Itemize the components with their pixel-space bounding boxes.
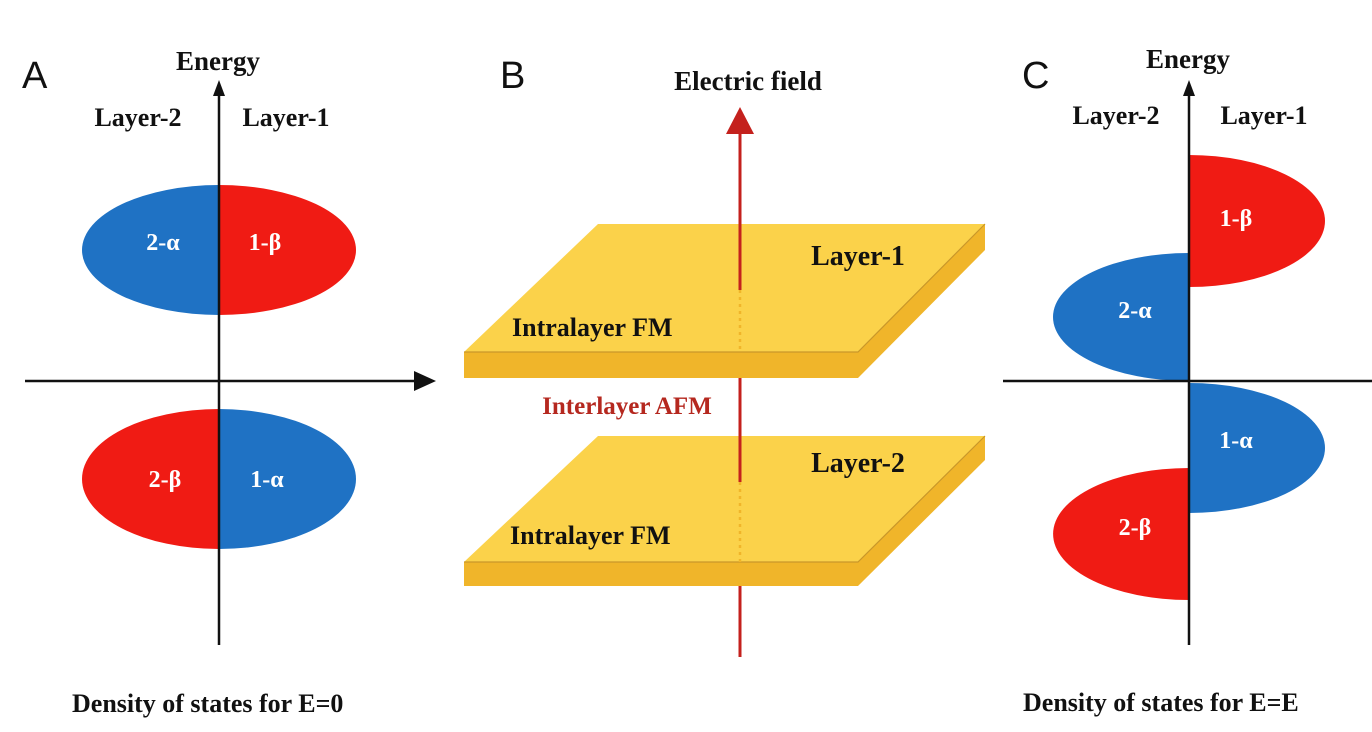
panel-c-lobe-label: 1-α <box>1219 428 1253 454</box>
layer-2-slab <box>464 435 986 586</box>
arrow-up-icon <box>213 80 225 96</box>
panel-c-lobe-2-alpha <box>1053 253 1189 381</box>
layer-1-fm-label: Intralayer FM <box>512 313 673 342</box>
arrow-up-icon <box>726 107 754 134</box>
panel-a: A Energy Layer-2 Layer-1 2-α 1-β 2-β 1-α… <box>22 46 436 718</box>
layer-1-slab-edge <box>464 223 986 353</box>
layer-1-slab-right <box>858 224 985 378</box>
panel-a-lobe-label: 2-α <box>146 230 180 256</box>
layer-2-slab-front <box>464 562 858 586</box>
layer-2-slab-top <box>464 436 985 562</box>
layer-2-slab-label: Layer-2 <box>811 448 905 479</box>
panel-a-layer-2-header: Layer-2 <box>94 103 181 132</box>
panel-c-lobe-label: 2-α <box>1118 298 1152 324</box>
panel-c-caption: Density of states for E=E <box>1023 688 1299 717</box>
layer-1-slab-top <box>464 224 985 352</box>
interlayer-afm-label: Interlayer AFM <box>542 393 712 420</box>
panel-a-layer-1-header: Layer-1 <box>242 103 329 132</box>
layer-1-slab-label: Layer-1 <box>811 241 905 272</box>
panel-a-lobe-label: 1-α <box>250 467 284 493</box>
panel-a-lobe-1-beta <box>219 185 356 315</box>
arrow-right-icon <box>414 371 436 391</box>
panel-a-lobe-2-alpha <box>82 185 219 315</box>
panel-a-letter: A <box>22 55 48 97</box>
layer-2-slab-edge <box>464 435 986 563</box>
panel-c-lobe-label: 1-β <box>1220 206 1253 232</box>
panel-b-letter: B <box>500 55 525 97</box>
panel-a-caption: Density of states for E=0 <box>72 689 343 718</box>
panel-c-energy-label: Energy <box>1146 44 1230 74</box>
arrow-up-icon <box>1183 80 1195 96</box>
panel-c-layer-1-header: Layer-1 <box>1220 101 1307 130</box>
layer-2-fm-label: Intralayer FM <box>510 521 671 550</box>
panel-a-lobe-label: 1-β <box>249 230 282 256</box>
layer-2-slab-right <box>858 436 985 586</box>
panel-c-letter: C <box>1022 55 1049 97</box>
panel-c-lobe-1-beta <box>1189 155 1325 287</box>
panel-c-lobe-2-beta <box>1053 468 1189 600</box>
panel-a-lobe-label: 2-β <box>149 467 182 493</box>
layer-1-slab-front <box>464 352 858 378</box>
panel-b: B Electric field Layer-1 Intralayer FM I… <box>464 55 986 657</box>
layer-1-slab <box>464 223 986 378</box>
panel-c-lobe-label: 2-β <box>1119 515 1152 541</box>
panel-a-energy-label: Energy <box>176 46 260 76</box>
panel-c-lobe-1-alpha <box>1189 383 1325 513</box>
panel-c-layer-2-header: Layer-2 <box>1072 101 1159 130</box>
panel-a-lobe-2-beta <box>82 409 219 549</box>
panel-a-lobe-1-alpha <box>219 409 356 549</box>
panel-c: C Energy Layer-2 Layer-1 1-β 2-α 1-α 2-β… <box>1003 44 1372 717</box>
panel-b-field-label: Electric field <box>674 66 822 96</box>
